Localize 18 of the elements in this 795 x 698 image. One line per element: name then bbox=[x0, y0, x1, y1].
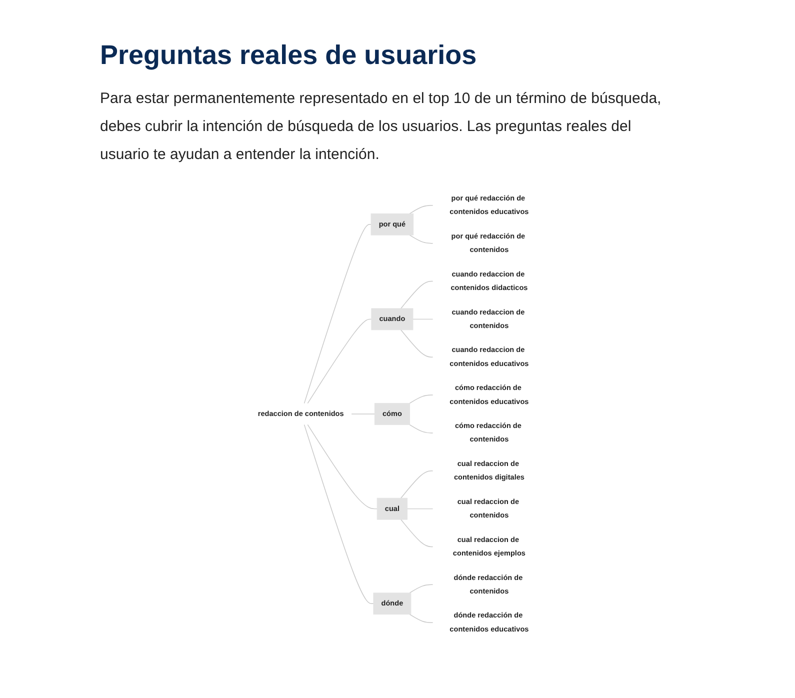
connector bbox=[412, 318, 433, 320]
connector bbox=[408, 394, 433, 404]
connector bbox=[400, 280, 433, 309]
connector bbox=[306, 424, 378, 510]
page-title: Preguntas reales de usuarios bbox=[100, 40, 478, 71]
connector bbox=[304, 424, 374, 604]
connector bbox=[408, 614, 433, 623]
connector bbox=[408, 584, 433, 594]
connector bbox=[400, 470, 433, 498]
connector bbox=[304, 224, 372, 404]
connector bbox=[408, 424, 433, 434]
intro-paragraph: Para estar permanentemente representado en el top 10 de un término de búsqueda, debes cubrir la intención de búsqueda de los usuarios. Las preguntas reales del usuario te ayudan a entender la intención. bbox=[100, 89, 662, 165]
connector bbox=[408, 234, 433, 244]
connector bbox=[306, 318, 372, 404]
connector bbox=[406, 508, 433, 510]
connector bbox=[400, 519, 433, 548]
connector bbox=[400, 330, 433, 358]
connector bbox=[408, 205, 433, 214]
